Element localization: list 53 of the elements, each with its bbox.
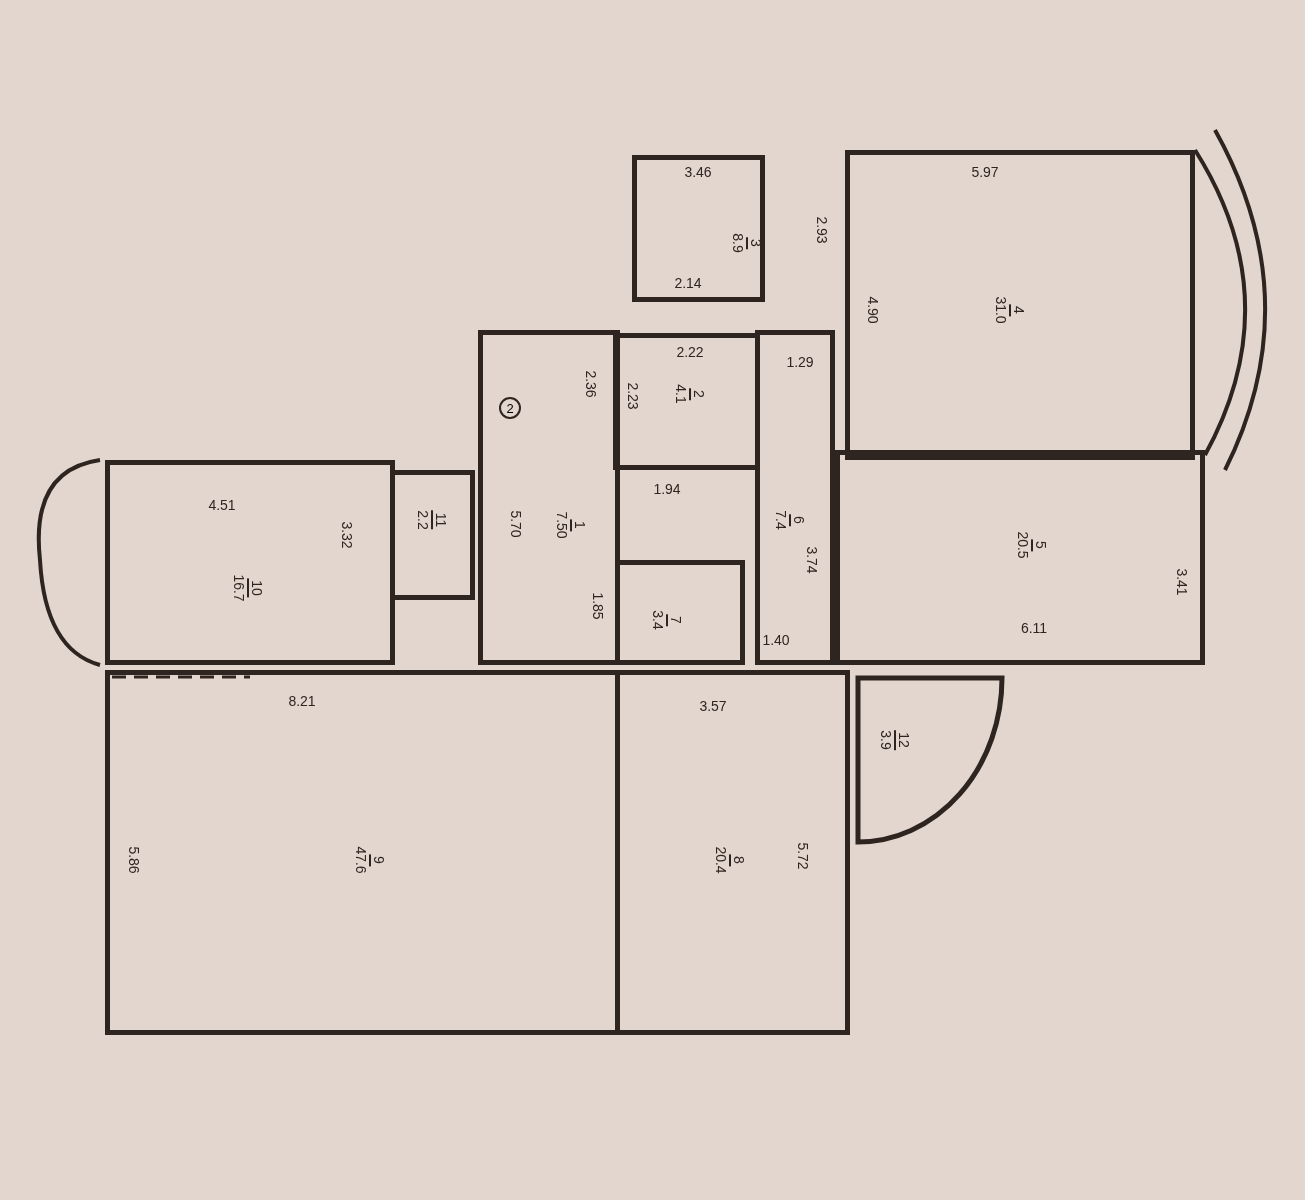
room: [105, 460, 395, 665]
dimension-label: 5.70: [508, 510, 524, 538]
dimension-label: 6.11: [1020, 620, 1048, 636]
room-number: 5: [1031, 539, 1049, 551]
room-area: 3.9: [878, 730, 894, 750]
room-area: 7.50: [554, 511, 570, 539]
room-number: 1: [570, 519, 588, 531]
room-area: 8.9: [730, 233, 746, 253]
room-area: 2.2: [415, 510, 431, 530]
dimension-label: 4.51: [208, 497, 236, 513]
dimension-label: 8.21: [288, 693, 316, 709]
dimension-label: 3.74: [804, 546, 820, 574]
room-area: 3.4: [650, 610, 666, 630]
room-number: 8: [729, 854, 747, 866]
dimension-label: 1.85: [590, 592, 606, 620]
dimension-label: 5.86: [126, 846, 142, 874]
room-number: 4: [1009, 304, 1027, 316]
room: [845, 150, 1195, 460]
room: [632, 155, 765, 302]
room-number: 7: [666, 614, 684, 626]
balcony-room: [855, 675, 1005, 845]
room-number: 12: [894, 730, 912, 750]
room-number: 2: [689, 388, 707, 400]
room-number: 10: [247, 578, 265, 598]
room-area: 31.0: [993, 296, 1009, 324]
room-area: 20.4: [713, 846, 729, 874]
dimension-label: 2.93: [814, 216, 830, 244]
room: [478, 330, 620, 665]
room: [755, 330, 835, 665]
room-number: 9: [369, 854, 387, 866]
room-number: 6: [789, 514, 807, 526]
dimension-label: 2.23: [625, 382, 641, 410]
dimension-label: 3.32: [339, 521, 355, 549]
dimension-label: 4.90: [865, 296, 881, 324]
dimension-label: 5.97: [971, 164, 999, 180]
room-area: 4.1: [673, 384, 689, 404]
circled-marker: 2: [499, 397, 521, 419]
dimension-label: 1.40: [762, 632, 790, 648]
room-area: 7.4: [773, 510, 789, 530]
dimension-label: 5.72: [795, 842, 811, 870]
dimension-label: 2.22: [676, 344, 704, 360]
dimension-label: 3.46: [684, 164, 712, 180]
room-number: 11: [431, 510, 449, 530]
room: [835, 450, 1205, 665]
room-area: 16.7: [231, 574, 247, 602]
dimension-label: 3.57: [699, 698, 727, 714]
room-area: 47.6: [353, 846, 369, 874]
dimension-label: 2.14: [674, 275, 702, 291]
dimension-label: 1.94: [653, 481, 681, 497]
dimension-label: 2.36: [583, 370, 599, 398]
room-area: 20.5: [1015, 531, 1031, 559]
dimension-label: 3.41: [1174, 568, 1190, 596]
dimension-label: 1.29: [786, 354, 814, 370]
